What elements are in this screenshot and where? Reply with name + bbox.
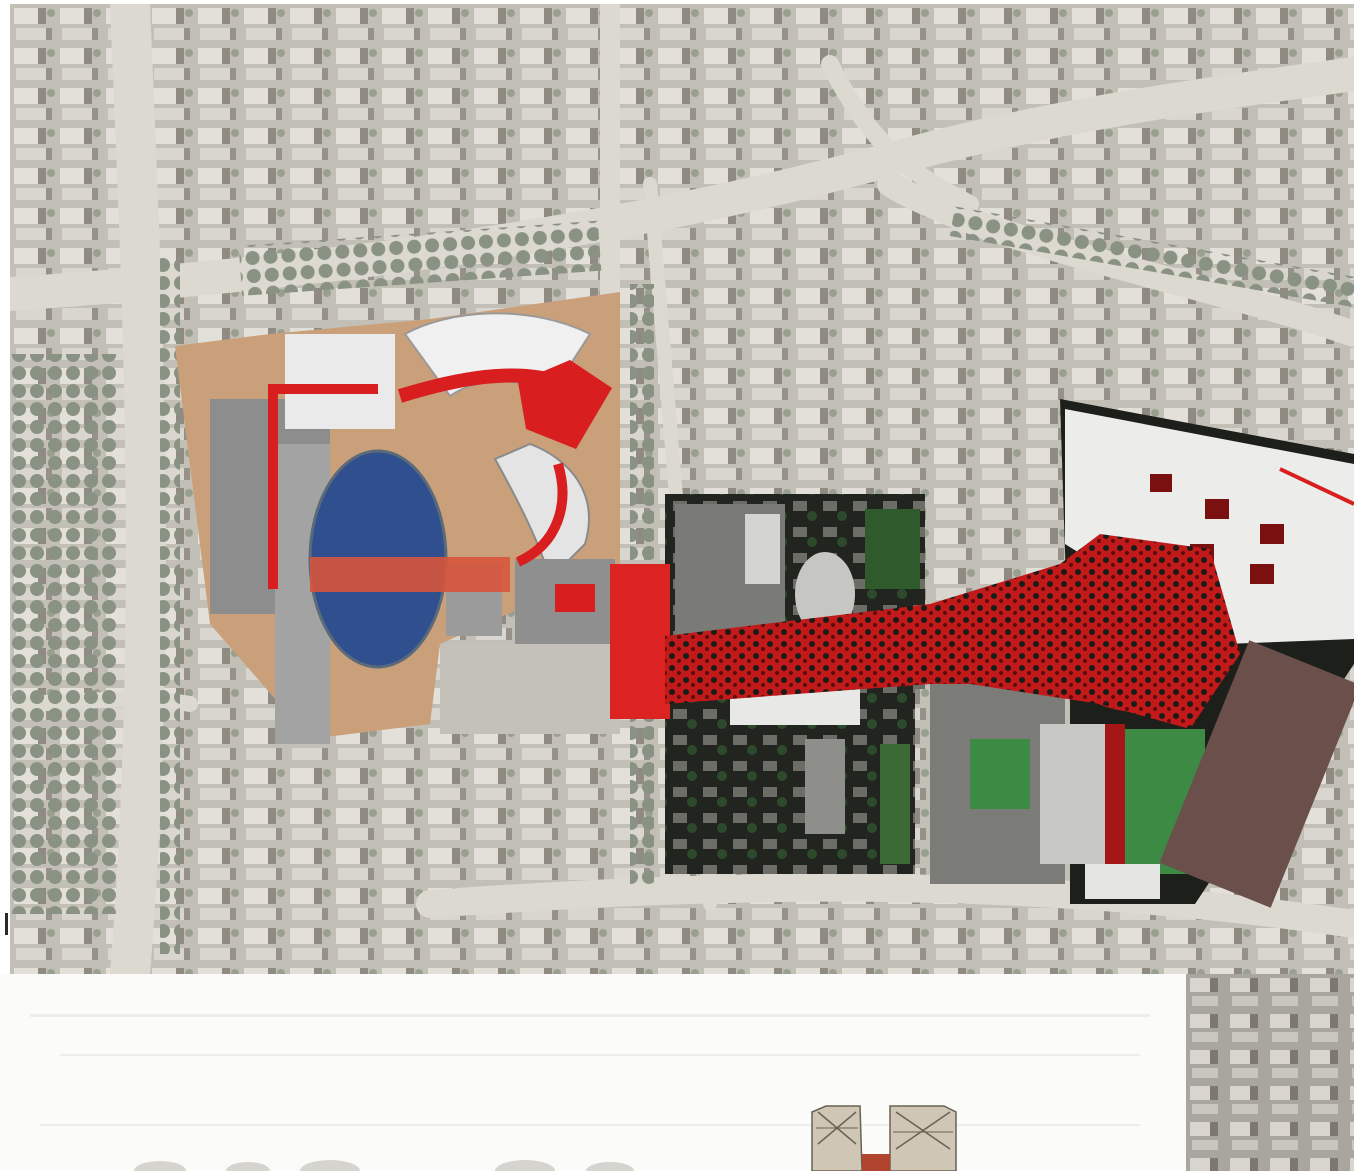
central-courtyard-block	[665, 494, 925, 874]
aerial-map-svg	[10, 4, 1354, 974]
red-pedestrian-path	[268, 360, 1354, 864]
tower-elevation	[811, 1105, 957, 1171]
elevation-svg	[30, 1014, 1150, 1171]
aerial-photo-continuation	[1186, 974, 1354, 1171]
cursor-mark	[5, 913, 8, 935]
aerial-strip-svg	[1186, 974, 1354, 1171]
west-plaza-site	[175, 292, 620, 744]
aerial-site-plan[interactable]	[10, 4, 1354, 974]
tree-rows	[10, 206, 1354, 954]
elevation-section-panel	[0, 974, 1186, 1171]
